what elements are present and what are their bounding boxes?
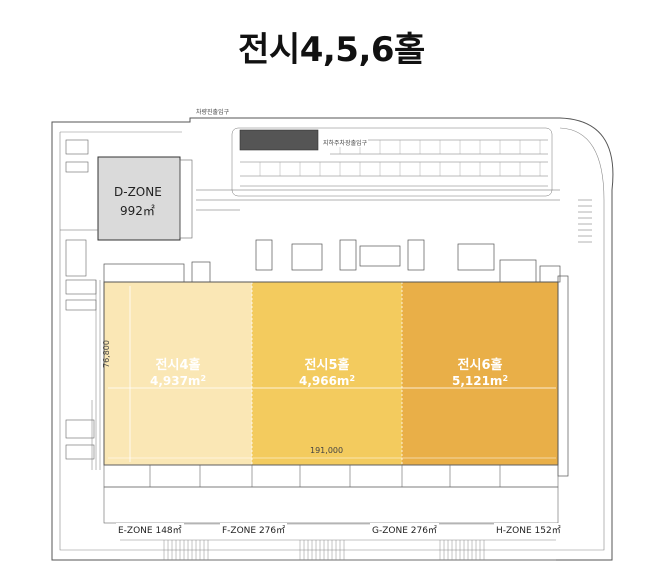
hall4-area: [104, 282, 252, 465]
hall4-area-text: 4,937m2: [149, 374, 207, 389]
parking-entrance-label: 지하주차장출입구: [322, 138, 369, 147]
hall5-area: [252, 282, 402, 465]
d-zone-name: D-ZONE: [114, 185, 162, 199]
site-inner-outline: [59, 127, 605, 551]
parking-block: [239, 129, 319, 151]
hall5-label: 전시5홀 4,966m2: [252, 282, 402, 465]
width-dimension-label: 191,000: [310, 446, 344, 455]
hall5-area-text: 4,966m2: [298, 374, 356, 389]
site-outline: [51, 117, 614, 561]
h-zone-label: H-ZONE 152㎡: [494, 523, 563, 536]
d-zone-block: [97, 156, 181, 241]
hall5-name: 전시5홀: [304, 357, 350, 373]
hall6-name: 전시6홀: [457, 357, 503, 373]
page-title: 전시4,5,6홀: [238, 30, 425, 70]
vehicle-entrance-label: 차량진출입구: [196, 109, 230, 116]
height-dimension-label: 76,800: [102, 340, 111, 368]
d-zone-area: 992㎡: [120, 204, 155, 218]
hall6-area: [402, 282, 558, 465]
hall6-area-text: 5,121m2: [451, 374, 509, 389]
f-zone-label: F-ZONE 276㎡: [220, 523, 288, 536]
g-zone-label: G-ZONE 276㎡: [370, 523, 439, 536]
hall4-name: 전시4홀: [155, 357, 201, 373]
hall4-label: 전시4홀 4,937m2: [104, 282, 252, 465]
e-zone-label: E-ZONE 148㎡: [116, 523, 184, 536]
bottom-zone-stripes: [120, 523, 556, 561]
hall6-label: 전시6홀 5,121m2: [402, 282, 558, 465]
